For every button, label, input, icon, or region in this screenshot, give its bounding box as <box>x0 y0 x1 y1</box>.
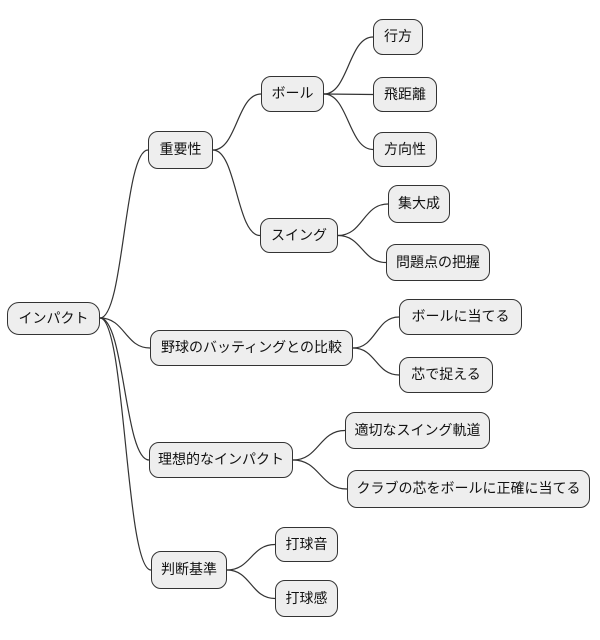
node-judgment-criteria: 判断基準 <box>151 551 227 589</box>
node-proper-swing-path: 適切なスイング軌道 <box>345 412 490 449</box>
node-culmination: 集大成 <box>388 185 450 223</box>
node-sweet-spot-contact: 芯で捉える <box>399 357 493 393</box>
edge-importance-to-swing <box>212 149 261 237</box>
edge-ball-to-direction <box>323 93 374 151</box>
node-baseball-comparison: 野球のバッティングとの比較 <box>150 330 353 366</box>
edge-criteria-to-impact-sound <box>226 543 276 571</box>
node-swing: スイング <box>260 218 338 253</box>
node-importance: 重要性 <box>148 131 213 169</box>
node-ideal-impact: 理想的なインパクト <box>149 442 293 478</box>
node-accurate-club-face-contact: クラブの芯をボールに正確に当てる <box>347 470 590 508</box>
node-direction-label: 方向性 <box>384 141 426 158</box>
edge-ball-to-distance <box>323 93 374 96</box>
edge-root-to-ideal-impact <box>99 317 150 461</box>
node-impact-label: インパクト <box>18 310 89 327</box>
node-hit-the-ball-label: ボールに当てる <box>411 309 510 325</box>
edge-comparison-to-sweet-spot-contact <box>352 347 400 376</box>
node-importance-label: 重要性 <box>159 142 202 158</box>
edge-ball-to-whereabouts <box>323 36 374 95</box>
node-impact-sound: 打球音 <box>275 527 338 562</box>
node-distance: 飛距離 <box>373 77 437 112</box>
edge-root-to-importance <box>99 149 149 319</box>
node-problem-identification: 問題点の把握 <box>386 244 490 281</box>
edge-ideal-to-proper-swing-path <box>292 429 346 461</box>
node-impact-feel: 打球感 <box>275 580 338 617</box>
node-impact-feel-label: 打球感 <box>285 590 328 607</box>
node-problem-identification-label: 問題点の把握 <box>396 254 480 271</box>
node-sweet-spot-contact-label: 芯で捉える <box>411 367 481 383</box>
node-judgment-criteria-label: 判断基準 <box>161 562 217 578</box>
node-impact-sound-label: 打球音 <box>285 536 328 553</box>
edge-comparison-to-hit-the-ball <box>352 316 400 349</box>
edge-root-to-judgment-criteria <box>99 317 152 571</box>
node-accurate-club-face-contact-label: クラブの芯をボールに正確に当てる <box>356 481 581 497</box>
node-whereabouts-label: 行方 <box>384 29 412 45</box>
node-swing-label: スイング <box>271 227 327 244</box>
node-proper-swing-path-label: 適切なスイング軌道 <box>354 422 481 439</box>
node-whereabouts: 行方 <box>373 19 423 55</box>
edge-criteria-to-impact-feel <box>226 569 276 600</box>
edge-swing-to-problem-identification <box>337 234 387 264</box>
node-hit-the-ball: ボールに当てる <box>399 299 522 335</box>
node-ideal-impact-label: 理想的なインパクト <box>158 452 284 468</box>
node-impact: インパクト <box>7 302 100 335</box>
node-ball-label: ボール <box>271 86 314 102</box>
edge-ideal-to-accurate-contact <box>292 459 348 490</box>
edge-importance-to-ball <box>212 93 262 151</box>
edge-root-to-baseball-comparison <box>99 317 151 349</box>
edge-swing-to-culmination <box>337 203 389 237</box>
node-baseball-comparison-label: 野球のバッティングとの比較 <box>160 340 343 356</box>
node-ball: ボール <box>261 76 324 112</box>
node-distance-label: 飛距離 <box>384 86 426 103</box>
node-culmination-label: 集大成 <box>398 196 440 212</box>
node-direction: 方向性 <box>373 132 437 167</box>
